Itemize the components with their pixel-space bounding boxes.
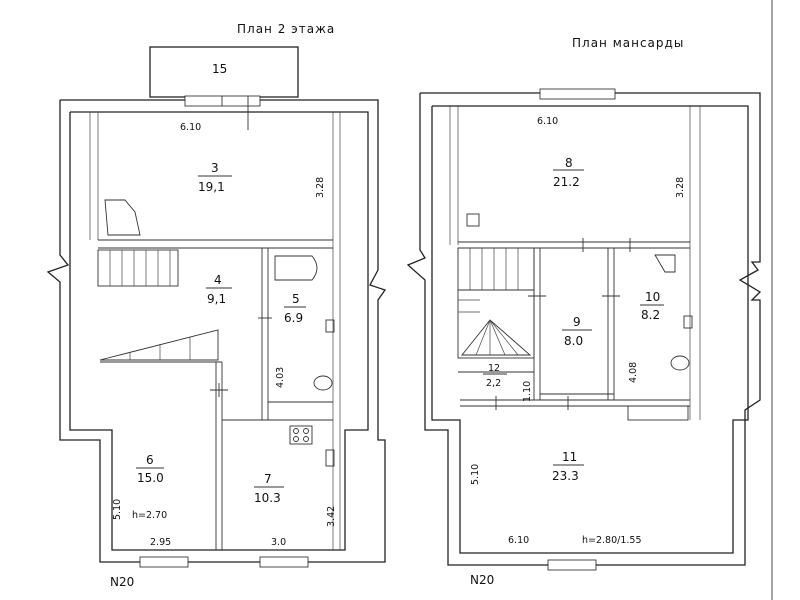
- room-8-area: 21.2: [553, 175, 580, 189]
- attic-desk: [627, 405, 689, 421]
- floor2-dim-left: 5.10: [112, 499, 123, 520]
- room-9-number: 9: [573, 315, 581, 329]
- room-5-area: 6.9: [284, 311, 303, 325]
- floor2-dim-bottom-right: 3.0: [271, 537, 286, 548]
- floor2-dim-right-top: 3.28: [315, 177, 326, 198]
- attic-toilet: [670, 355, 690, 371]
- attic-top-window: [539, 88, 616, 100]
- attic-chimney: [466, 213, 480, 227]
- attic-stair: [457, 247, 535, 359]
- floor2-height: h=2.70: [132, 510, 167, 521]
- floor2-bottom-window-left: [139, 556, 189, 568]
- room-6-area: 15.0: [137, 471, 164, 485]
- floor2-plan: [46, 46, 387, 568]
- room-11-area: 23.3: [552, 469, 579, 483]
- chimney: [104, 199, 141, 236]
- floor2-dim-right-mid: 4.03: [275, 367, 286, 388]
- attic-dim-bottom: 6.10: [508, 535, 529, 546]
- sink: [325, 319, 335, 333]
- room-3-area: 19,1: [198, 180, 225, 194]
- room-8-number: 8: [565, 156, 573, 170]
- floor2-north: N20: [110, 575, 134, 589]
- attic-title: План мансарды: [572, 36, 684, 50]
- floor2-title: План 2 этажа: [237, 22, 335, 36]
- floor2-dim-right-bottom: 3.42: [326, 506, 337, 527]
- room-12-area: 2,2: [486, 378, 501, 389]
- attic-dim-right-mid: 4.08: [628, 362, 639, 383]
- room-7-number: 7: [264, 472, 272, 486]
- attic-dim-stair: 1.10: [522, 381, 533, 402]
- floor2-outer-wall: [46, 99, 387, 563]
- floor2-bottom-window-right: [259, 556, 309, 568]
- room-3-number: 3: [211, 161, 219, 175]
- toilet: [313, 375, 333, 391]
- balcony-number: 15: [212, 62, 227, 76]
- floor2-stair: [97, 249, 179, 287]
- room-4-area: 9,1: [207, 292, 226, 306]
- room-9-area: 8.0: [564, 334, 583, 348]
- room-5-number: 5: [292, 292, 300, 306]
- attic-dim-top: 6.10: [537, 116, 558, 127]
- attic-bottom-window: [547, 559, 597, 571]
- attic-sink: [683, 315, 693, 329]
- attic-height: h=2.80/1.55: [582, 535, 642, 546]
- shower: [654, 254, 676, 273]
- stove: [289, 425, 313, 445]
- room-11-number: 11: [562, 450, 577, 464]
- room-10-area: 8.2: [641, 308, 660, 322]
- room-4-number: 4: [214, 273, 222, 287]
- attic-inner-wall-line: [431, 105, 749, 554]
- kitchen-sink: [325, 449, 335, 467]
- floor2-top-window: [184, 95, 261, 107]
- attic-dim-left: 5.10: [470, 464, 481, 485]
- room-12-number: 12: [488, 363, 500, 374]
- floor2-stair-lower: [99, 329, 219, 361]
- floor2-dim-top: 6.10: [180, 122, 201, 133]
- floor2-inner-wall-line: [69, 111, 369, 551]
- attic-north: N20: [470, 573, 494, 587]
- room-7-area: 10.3: [254, 491, 281, 505]
- room-6-number: 6: [146, 453, 154, 467]
- attic-dim-right-top: 3.28: [675, 177, 686, 198]
- room-10-number: 10: [645, 290, 660, 304]
- attic-plan: [406, 88, 762, 571]
- floor2-dim-bottom-left: 2.95: [150, 537, 171, 548]
- attic-outer-wall: [406, 92, 762, 566]
- bathtub: [274, 255, 318, 281]
